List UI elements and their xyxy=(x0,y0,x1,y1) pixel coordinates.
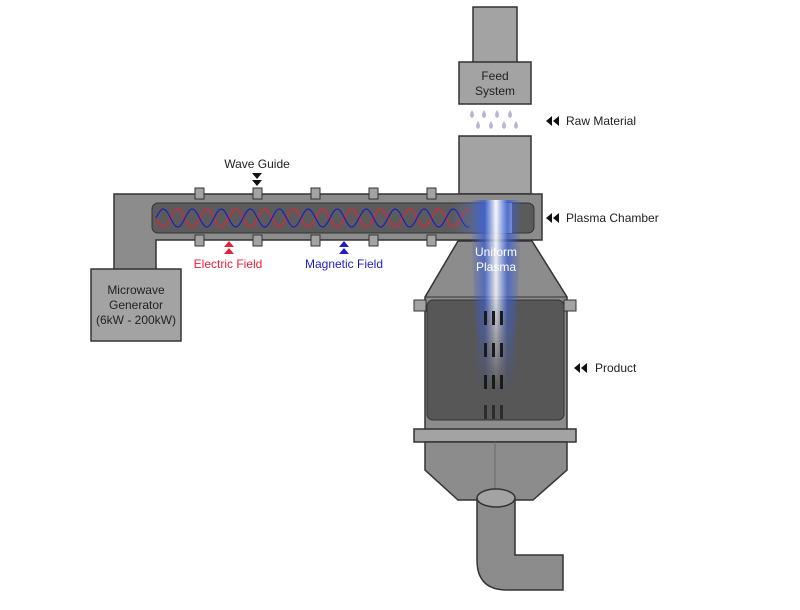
particle xyxy=(492,405,495,419)
microwave-generator-label-line1: Microwave xyxy=(107,283,165,297)
particle xyxy=(500,375,503,389)
waveguide-flange xyxy=(368,187,379,200)
product-outlet-pipe xyxy=(476,497,564,591)
uniform-plasma-label-line2: Plasma xyxy=(476,260,516,274)
product-label: Product xyxy=(595,361,637,375)
waveguide-flange xyxy=(426,187,437,200)
reactor-lower-hopper xyxy=(424,441,568,501)
feed-system-label-line2: System xyxy=(475,84,515,98)
droplet xyxy=(508,110,512,118)
particle xyxy=(500,343,503,357)
feed-system-label-line1: Feed xyxy=(481,69,508,83)
arrow-up-icon xyxy=(224,248,234,254)
arrow-down-icon xyxy=(252,173,262,179)
waveguide-flange xyxy=(194,234,205,247)
droplet xyxy=(514,121,518,129)
double-arrow-left-icon xyxy=(546,213,559,223)
feed-pipe xyxy=(472,6,518,64)
waveguide-flange xyxy=(426,234,437,247)
feed-system: Feed System xyxy=(458,6,532,105)
feed-inlet-block xyxy=(458,135,532,195)
reactor-flange-top-left xyxy=(413,299,427,312)
waveguide-flange xyxy=(194,187,205,200)
microwave-generator-box xyxy=(90,268,182,342)
particle xyxy=(492,375,495,389)
product-particles xyxy=(484,311,503,419)
droplet xyxy=(476,121,480,129)
uniform-plasma-label-line1: Uniform xyxy=(475,245,517,259)
waveguide-flange xyxy=(368,234,379,247)
particle xyxy=(484,405,487,419)
arrow-up-icon xyxy=(339,241,349,247)
waveguide-flange xyxy=(252,234,263,247)
waveguide-flanges xyxy=(194,187,437,247)
arrow-up-icon xyxy=(339,248,349,254)
electric-field-label: Electric Field xyxy=(194,257,263,271)
magnetic-field-wave xyxy=(155,208,470,228)
feed-system-box xyxy=(458,61,532,105)
droplet xyxy=(489,121,493,129)
reactor-flange-band xyxy=(413,428,577,443)
wave-guide-label: Wave Guide xyxy=(224,157,290,171)
droplet xyxy=(470,110,474,118)
double-arrow-left-icon xyxy=(574,363,587,373)
droplet xyxy=(495,110,499,118)
double-arrow-left-icon xyxy=(546,116,559,126)
particle xyxy=(484,375,487,389)
raw-material-label: Raw Material xyxy=(566,114,636,128)
waveguide-flange xyxy=(252,187,263,200)
particle xyxy=(484,311,487,325)
droplet xyxy=(482,110,486,118)
microwave-generator-label-line2: Generator xyxy=(109,298,163,312)
arrow-down-icon xyxy=(252,180,262,186)
particle xyxy=(500,311,503,325)
magnetic-field-label: Magnetic Field xyxy=(305,257,383,271)
waveguide-flange xyxy=(310,187,321,200)
particle xyxy=(492,343,495,357)
reactor-flange-top-right xyxy=(563,299,577,312)
uniform-plasma-beam xyxy=(470,200,522,390)
particle xyxy=(500,405,503,419)
particle xyxy=(492,311,495,325)
particle xyxy=(484,343,487,357)
waveguide-flange xyxy=(310,234,321,247)
product-outlet-mouth xyxy=(476,488,516,508)
raw-material-droplets xyxy=(470,110,518,129)
arrow-up-icon xyxy=(224,241,234,247)
droplet xyxy=(502,121,506,129)
plasma-chamber-label: Plasma Chamber xyxy=(566,211,659,225)
microwave-generator-label-line3: (6kW - 200kW) xyxy=(96,313,176,327)
